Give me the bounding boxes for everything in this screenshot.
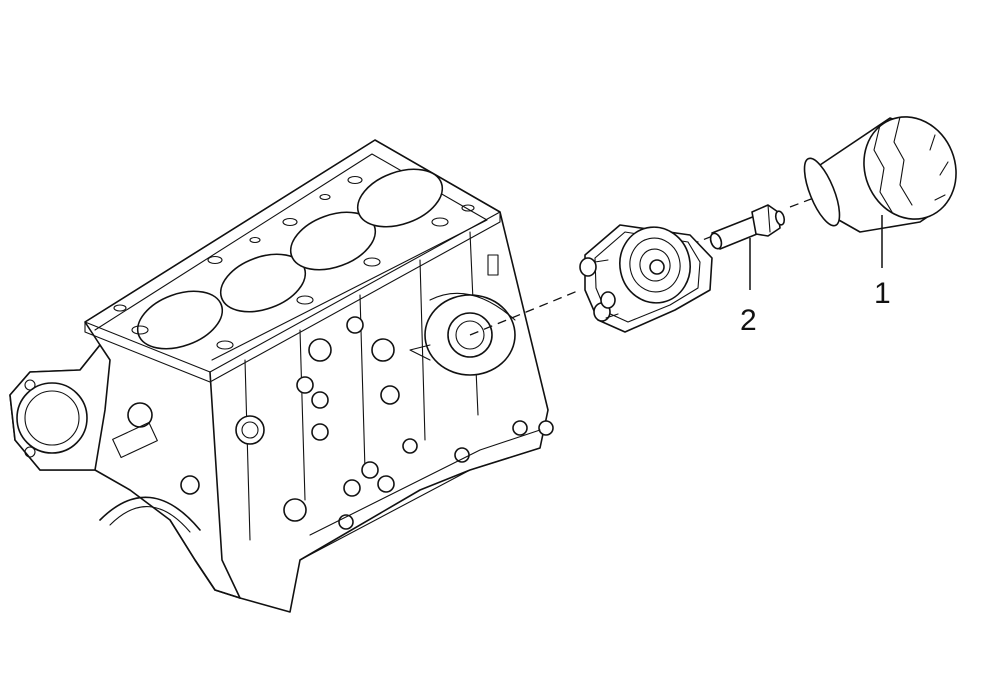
oil-cooler-bolt — [709, 204, 786, 250]
callout-1: 1 — [874, 215, 891, 310]
callout-2-label: 2 — [740, 304, 757, 337]
callout-1-label: 1 — [874, 277, 891, 310]
callout-2: 2 — [740, 238, 757, 337]
engine-block — [9, 139, 554, 613]
oil-filter — [803, 116, 957, 233]
oil-cooler — [579, 224, 713, 333]
